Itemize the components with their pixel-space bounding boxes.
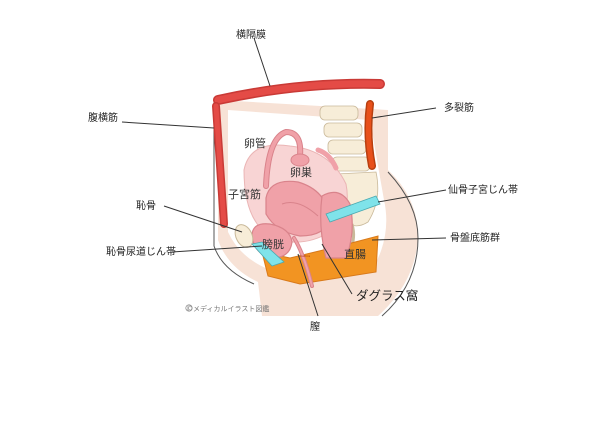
- leader-sacrouterine-ligament: [377, 189, 447, 203]
- label-uterine-muscle: 子宮筋: [228, 187, 261, 201]
- label-diaphragm: 横隔膜: [236, 28, 266, 41]
- vertebra: [319, 105, 359, 121]
- label-rectum: 直腸: [344, 247, 366, 261]
- vertebra: [327, 139, 367, 155]
- label-pubic-bone: 恥骨: [136, 200, 156, 212]
- leader-pubic-bone: [163, 205, 243, 233]
- label-transversus-abdominis: 腹横筋: [88, 111, 118, 124]
- label-multifidus: 多裂筋: [444, 101, 474, 114]
- abdominal-wall-outline: [213, 102, 255, 285]
- label-oviduct: 卵管: [244, 136, 266, 150]
- ovary: [290, 153, 310, 167]
- credit-text: ©メディカルイラスト図鑑: [186, 304, 269, 313]
- label-ovary: 卵巣: [290, 166, 312, 179]
- copyright-icon: [185, 304, 193, 312]
- vertebra: [323, 122, 363, 138]
- leader-diaphragm: [253, 37, 271, 87]
- leader-vagina: [297, 253, 319, 317]
- label-pubourethral-ligament: 恥骨尿道じん帯: [106, 245, 176, 258]
- leader-multifidus: [371, 107, 437, 119]
- label-urethra-small: urethra: [299, 254, 310, 258]
- label-douglas-pouch: ダグラス窩: [356, 288, 418, 303]
- label-pelvic-floor-muscles: 骨盤底筋群: [450, 231, 500, 244]
- uterine-cavity: [281, 202, 319, 217]
- label-sacrouterine-ligament: 仙骨子宮じん帯: [448, 183, 518, 196]
- pubourethral-ligament: [251, 241, 285, 267]
- ovarian-ligament: [315, 147, 339, 171]
- sacrouterine-ligament: [325, 195, 381, 223]
- label-bladder: 膀胱: [262, 237, 284, 251]
- back-outline: [381, 171, 419, 317]
- leader-pelvic-floor: [371, 237, 447, 241]
- leader-pubourethral-ligament: [171, 245, 263, 253]
- label-vagina: 膣: [310, 320, 320, 333]
- spine: [319, 105, 379, 251]
- leader-transversus-abdominis: [121, 121, 215, 129]
- leader-douglas-pouch: [321, 243, 353, 295]
